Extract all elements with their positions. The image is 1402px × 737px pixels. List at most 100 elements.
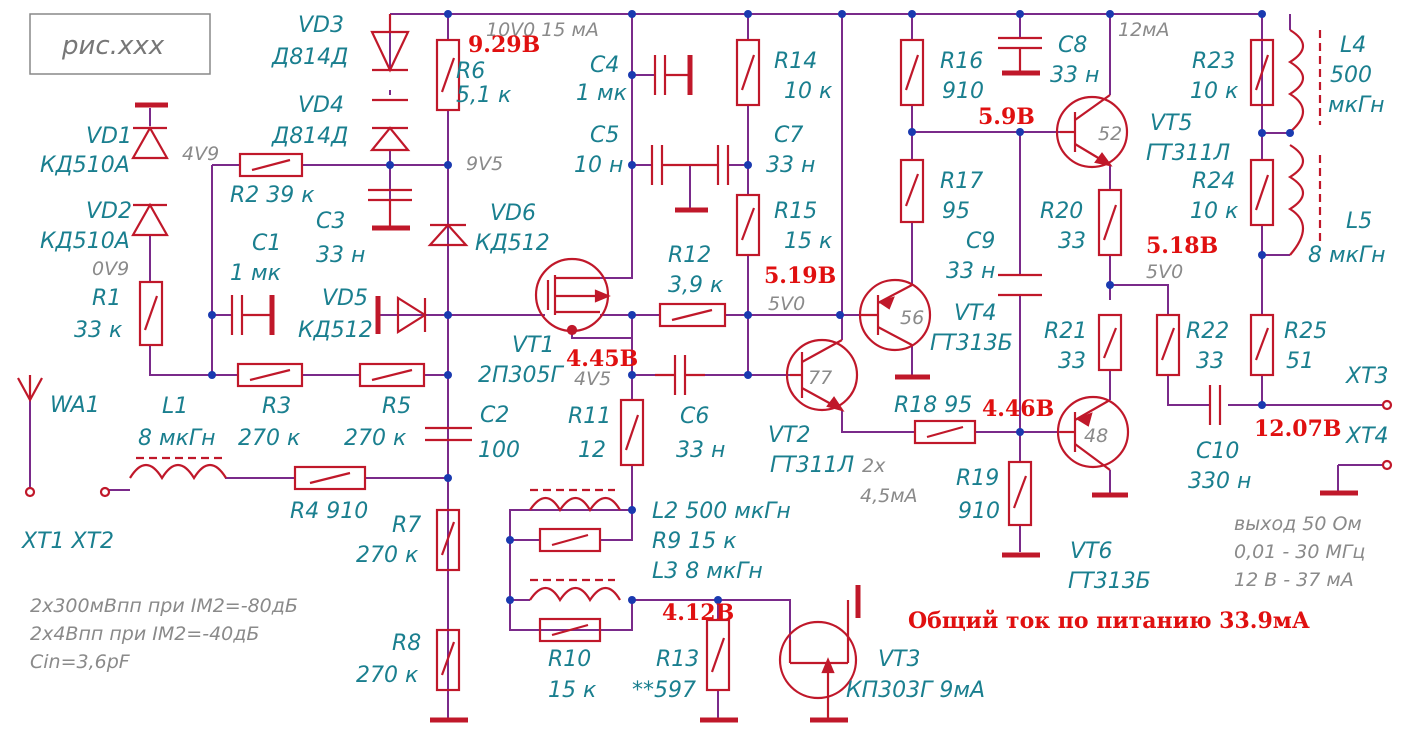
r7-ref: R7	[392, 513, 421, 538]
l1-ref: L1	[162, 394, 188, 419]
measured-voltages: 9.29В 5.9В 5.19В 5.18В 4.45В 4.46В 12.07…	[468, 32, 1341, 626]
c2-value: 100	[478, 438, 520, 463]
diodes	[131, 14, 469, 334]
c10-ref: C10	[1196, 439, 1239, 464]
notes-left: 2х300мВпп при IM2=-80дБ 2х4Впп при IM2=-…	[30, 595, 298, 673]
r20-ref: R20	[1040, 199, 1083, 224]
c6-ref: C6	[680, 404, 709, 429]
r19-ref: R19	[956, 466, 999, 491]
r16-ref: R16	[940, 49, 983, 74]
r24-value: 10 к	[1190, 199, 1239, 224]
vt1-type: 2П305Г	[478, 363, 565, 388]
c2-ref: C2	[480, 403, 509, 428]
vd4-ref: VD4	[298, 93, 344, 118]
title: рис.ххх	[61, 31, 165, 61]
r22-value: 33	[1196, 349, 1224, 374]
current-12ma: 12мА	[1118, 19, 1170, 41]
component-labels: VD3 Д814Д VD4 Д814Д VD1 КД510А VD2 КД510…	[21, 13, 1389, 703]
r25-ref: R25	[1284, 319, 1327, 344]
r23-value: 10 к	[1190, 79, 1239, 104]
r11-value: 12	[578, 438, 606, 463]
c5-value: 10 н	[574, 153, 623, 178]
c6-value: 33 н	[676, 438, 725, 463]
l1-value: 8 мкГн	[138, 426, 216, 451]
note-line-3: Cin=3,6pF	[30, 651, 131, 673]
vt6-ref: VT6	[1070, 539, 1113, 564]
vt2-mark: 77	[808, 367, 832, 389]
node-0v9: 0V9	[92, 258, 129, 280]
vt1-ref: VT1	[512, 333, 555, 358]
vt6-mark: 48	[1084, 425, 1108, 447]
vd1-type: КД510А	[40, 153, 130, 178]
l5-value: 8 мкГн	[1308, 243, 1386, 268]
r12-ref: R12	[668, 243, 711, 268]
r6-value: 5,1 к	[456, 83, 512, 108]
r5-value: 270 к	[344, 426, 407, 451]
r15-value: 15 к	[784, 229, 833, 254]
inductors	[17, 29, 1393, 603]
l5-ref: L5	[1346, 209, 1372, 234]
wires	[29, 13, 1390, 720]
r3-value: 270 к	[238, 426, 301, 451]
r25-value: 51	[1286, 349, 1314, 374]
c4-ref: C4	[590, 53, 619, 78]
r9-label: R9 15 к	[652, 529, 737, 554]
r16-value: 910	[942, 79, 984, 104]
vd1-ref: VD1	[86, 124, 132, 149]
vt5-type: ГТ311Л	[1146, 141, 1230, 166]
r14-ref: R14	[774, 49, 817, 74]
measured-5-18v: 5.18В	[1146, 233, 1218, 259]
r5-ref: R5	[382, 394, 411, 419]
r13-value: **597	[632, 678, 696, 703]
vt3-type: КП303Г 9мА	[846, 678, 985, 703]
c7-ref: C7	[774, 123, 803, 148]
r8-ref: R8	[392, 631, 421, 656]
c5-ref: C5	[590, 123, 619, 148]
c4-value: 1 мк	[576, 81, 628, 106]
r12-value: 3,9 к	[668, 273, 724, 298]
r21-value: 33	[1058, 349, 1086, 374]
l4-ref: L4	[1340, 33, 1366, 58]
measured-4-45v: 4.45В	[566, 346, 638, 372]
note-line-1: 2х300мВпп при IM2=-80дБ	[30, 595, 298, 617]
r10-value: 15 к	[548, 678, 597, 703]
c8-ref: C8	[1058, 33, 1087, 58]
l2-label: L2 500 мкГн	[652, 499, 791, 524]
measured-4-46v: 4.46В	[982, 396, 1054, 422]
measured-12-07v: 12.07В	[1254, 416, 1341, 442]
r24-ref: R24	[1192, 169, 1235, 194]
vd6-type: КД512	[475, 231, 550, 256]
r4-label: R4 910	[290, 499, 368, 524]
r7-value: 270 к	[356, 543, 419, 568]
node-10v0: 10V0 15 мА	[486, 19, 599, 41]
c9-ref: C9	[966, 229, 995, 254]
r3-ref: R3	[262, 394, 291, 419]
r2-label: R2 39 к	[230, 183, 315, 208]
node-5v0-b: 5V0	[1146, 261, 1183, 283]
measured-4-12v: 4.12В	[662, 600, 734, 626]
resistors	[138, 38, 1275, 692]
total-current: Общий ток по питанию 33.9мА	[908, 608, 1310, 634]
node-4v5: 4V5	[574, 368, 611, 390]
vt2-current-count: 2х	[862, 455, 886, 477]
r15-ref: R15	[774, 199, 817, 224]
vt2-type: ГТ311Л	[770, 453, 854, 478]
vd4-type: Д814Д	[271, 124, 348, 149]
r20-value: 33	[1058, 229, 1086, 254]
r13-ref: R13	[656, 647, 699, 672]
vt2-ref: VT2	[768, 423, 811, 448]
c7-value: 33 н	[766, 153, 815, 178]
c9-value: 33 н	[946, 259, 995, 284]
spec-output: выход 50 Ом	[1234, 513, 1362, 535]
r17-ref: R17	[940, 169, 983, 194]
l3-label: L3 8 мкГн	[652, 559, 763, 584]
vt2-current: 4,5мА	[860, 485, 918, 507]
capacitors	[230, 36, 1222, 442]
notes-right: выход 50 Ом 0,01 - 30 МГц 12 В - 37 мА	[1234, 513, 1365, 591]
wa1-label: WA1	[50, 393, 100, 418]
vd2-ref: VD2	[86, 199, 132, 224]
vd2-type: КД510А	[40, 229, 130, 254]
vt5-ref: VT5	[1150, 111, 1193, 136]
vt4-mark: 56	[900, 307, 924, 329]
